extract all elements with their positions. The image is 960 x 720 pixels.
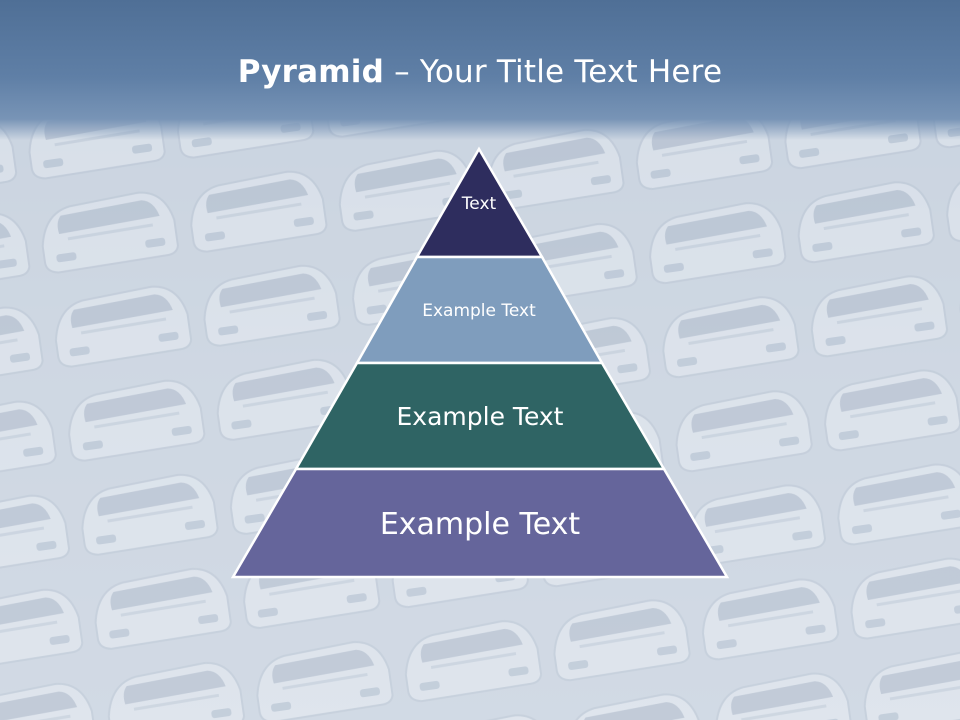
pyramid-tier-1-label: Text	[461, 194, 497, 214]
slide-title: Pyramid – Your Title Text Here	[0, 52, 960, 92]
pyramid-tier-3-label: Example Text	[397, 402, 564, 431]
slide-title-rest: – Your Title Text Here	[384, 54, 723, 90]
pyramid-tier-2-label: Example Text	[422, 301, 536, 321]
slide-title-bold: Pyramid	[237, 54, 385, 90]
pyramid-tier-4-shape	[230, 467, 730, 579]
pyramid-tier-4-label: Example Text	[380, 507, 581, 542]
title-bar	[0, 0, 960, 140]
